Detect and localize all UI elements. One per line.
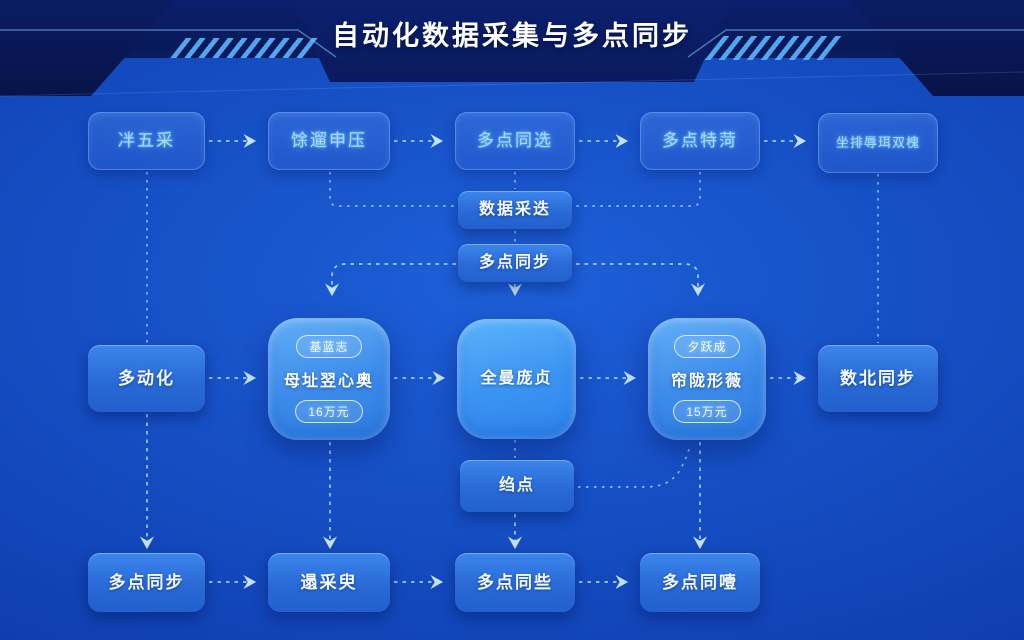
flow-node-junction: 绉点 [460, 460, 574, 512]
hub-top-badge: 基蓝志 [296, 335, 362, 358]
flow-hub-left: 基蓝志 母址翌心奥 16万元 [268, 318, 390, 440]
flow-node-row1-5: 坐排辱珥双槐 [818, 113, 938, 173]
flow-node-row3-3: 多点同些 [455, 553, 575, 612]
flow-node-label: 多点同选 [477, 131, 553, 151]
flow-node-label: 坐排辱珥双槐 [835, 134, 920, 150]
hub-bottom-badge: 16万元 [295, 400, 363, 423]
flow-node-label: 馀遛申压 [291, 131, 367, 151]
flow-node-row3-4: 多点同噎 [640, 553, 760, 612]
flow-node-label: 多点同噎 [662, 572, 738, 592]
hub-bottom-badge: 15万元 [673, 400, 741, 423]
flow-node-row1-3: 多点同选 [455, 112, 575, 170]
flow-node-label: 多动化 [118, 368, 175, 388]
flow-node-row1-2: 馀遛申压 [268, 112, 390, 170]
hub-main-label: 帘陇形薇 [670, 373, 743, 390]
flow-node-label: 绉点 [498, 477, 535, 494]
flow-node-automation: 多动化 [88, 345, 205, 412]
flow-hub-center: 全曼庞贞 [457, 319, 576, 439]
flow-node-label: 多点同步 [478, 254, 551, 271]
flow-node-row3-2: 遢采臾 [268, 553, 390, 612]
flow-node-label: 多点特菏 [662, 131, 738, 151]
flow-node-row1-4: 多点特菏 [640, 112, 760, 170]
flow-node-label: 冸五采 [118, 131, 175, 151]
flow-node-row3-1: 多点同步 [88, 553, 205, 612]
flow-node-label: 多点同步 [108, 572, 185, 592]
hub-main-label: 母址翌心奥 [283, 373, 374, 390]
header-center-plate [292, 0, 732, 82]
flow-node-row1-1: 冸五采 [88, 112, 205, 170]
hub-top-badge: 夕跃成 [674, 335, 740, 358]
flow-node-label: 数北同步 [840, 368, 916, 388]
flow-hub-right: 夕跃成 帘陇形薇 15万元 [648, 318, 766, 440]
page-title: 自动化数据采集与多点同步 [332, 21, 692, 51]
flow-node-label: 数据采迭 [478, 201, 551, 218]
flow-node-data-sync: 数北同步 [818, 345, 938, 412]
flow-node-label: 遢采臾 [300, 572, 358, 592]
flow-node-label: 多点同些 [477, 572, 553, 592]
flow-node-data-collect: 数据采迭 [458, 191, 572, 229]
flow-node-multi-sync: 多点同步 [458, 244, 572, 282]
hub-main-label: 全曼庞贞 [480, 370, 553, 387]
